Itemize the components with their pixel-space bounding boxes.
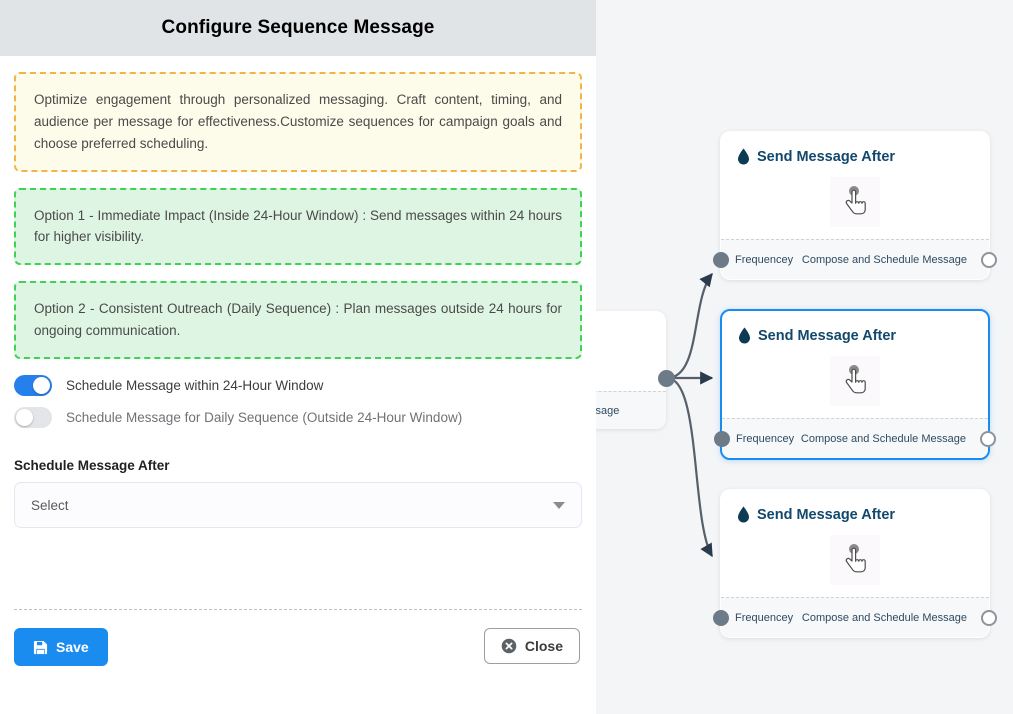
node-footer: Frequencey Compose and Schedule Message xyxy=(713,597,997,637)
modal-footer: Save Close xyxy=(14,609,582,714)
close-circle-icon xyxy=(501,638,517,654)
node-footer-frequency-label: Frequencey xyxy=(735,611,794,624)
save-button-label: Save xyxy=(56,639,89,655)
info-callout-optimize: Optimize engagement through personalized… xyxy=(14,72,582,172)
save-button[interactable]: Save xyxy=(14,628,108,666)
toggle-row-daily-sequence: Schedule Message for Daily Sequence (Out… xyxy=(14,407,582,429)
node-footer-compose-label: Compose and Schedule Message xyxy=(800,432,966,445)
node-input-handle[interactable] xyxy=(713,609,729,626)
info-callout-option-1: Option 1 - Immediate Impact (Inside 24-H… xyxy=(14,187,582,266)
node-input-handle[interactable] xyxy=(713,251,729,268)
schedule-message-after-select[interactable]: Select xyxy=(14,482,582,529)
node-body xyxy=(721,523,989,597)
pointing-hand-cursor-icon xyxy=(840,364,870,398)
source-node-footer-label: ce Message xyxy=(596,404,620,417)
node-body xyxy=(722,344,988,418)
cursor-tile xyxy=(830,535,880,585)
toggle-row-within-24-hour: Schedule Message within 24-Hour Window xyxy=(14,375,582,397)
flow-canvas[interactable]: ce Message Send Message After xyxy=(596,0,1013,714)
node-output-handle[interactable] xyxy=(981,609,997,626)
flow-node-send-message-after-2[interactable]: Send Message After Frequencey Compose an… xyxy=(714,309,996,460)
save-floppy-icon xyxy=(33,640,48,655)
select-value: Select xyxy=(31,497,69,513)
configure-sequence-modal: Configure Sequence Message Optimize enga… xyxy=(0,0,596,714)
node-footer-compose-label: Compose and Schedule Message xyxy=(801,253,967,266)
chevron-down-icon xyxy=(553,502,565,510)
info-callout-option-2: Option 2 - Consistent Outreach (Daily Se… xyxy=(14,281,582,360)
node-output-handle[interactable] xyxy=(980,430,996,447)
pointing-hand-cursor-icon xyxy=(840,185,870,219)
node-header: Send Message After xyxy=(722,311,988,344)
node-input-handle[interactable] xyxy=(714,430,730,447)
toggle-knob xyxy=(33,377,50,395)
droplet-icon xyxy=(737,506,750,523)
node-footer-frequency-label: Frequencey xyxy=(735,253,794,266)
node-footer-frequency-label: Frequencey xyxy=(736,432,795,445)
cursor-tile xyxy=(830,356,880,406)
page-title: Configure Sequence Message xyxy=(161,17,435,38)
node-title: Send Message After xyxy=(757,148,896,165)
flow-node-send-message-after-1[interactable]: Send Message After Frequencey Compose an… xyxy=(713,131,997,280)
droplet-icon xyxy=(737,148,750,165)
toggle-schedule-within-24-hour[interactable] xyxy=(14,375,52,397)
source-node-partial[interactable]: ce Message xyxy=(596,311,666,429)
modal-body: Optimize engagement through personalized… xyxy=(0,56,596,609)
pointing-hand-cursor-icon xyxy=(840,543,870,577)
node-footer: Frequencey Compose and Schedule Message xyxy=(714,418,996,458)
modal-header: Configure Sequence Message xyxy=(0,0,596,56)
flow-node-send-message-after-3[interactable]: Send Message After Frequencey Compose an… xyxy=(713,489,997,638)
node-body xyxy=(721,165,989,239)
source-node-output-handle[interactable] xyxy=(658,370,675,387)
toggle-label-within-24-hour: Schedule Message within 24-Hour Window xyxy=(66,378,324,394)
source-node-footer: ce Message xyxy=(596,391,666,429)
close-button[interactable]: Close xyxy=(483,628,580,664)
node-title: Send Message After xyxy=(757,506,896,523)
node-header: Send Message After xyxy=(721,132,989,165)
node-output-handle[interactable] xyxy=(981,251,997,268)
schedule-message-after-label: Schedule Message After xyxy=(14,458,170,474)
source-node-body xyxy=(596,311,666,391)
droplet-icon xyxy=(738,327,751,344)
cursor-tile xyxy=(830,177,880,227)
node-footer: Frequencey Compose and Schedule Message xyxy=(713,239,997,279)
toggle-knob xyxy=(16,409,33,427)
node-title: Send Message After xyxy=(758,327,897,344)
close-button-label: Close xyxy=(524,638,563,654)
toggle-label-daily-sequence: Schedule Message for Daily Sequence (Out… xyxy=(66,410,463,426)
toggle-schedule-daily-sequence[interactable] xyxy=(14,407,52,429)
node-header: Send Message After xyxy=(721,490,989,523)
node-footer-compose-label: Compose and Schedule Message xyxy=(801,611,967,624)
